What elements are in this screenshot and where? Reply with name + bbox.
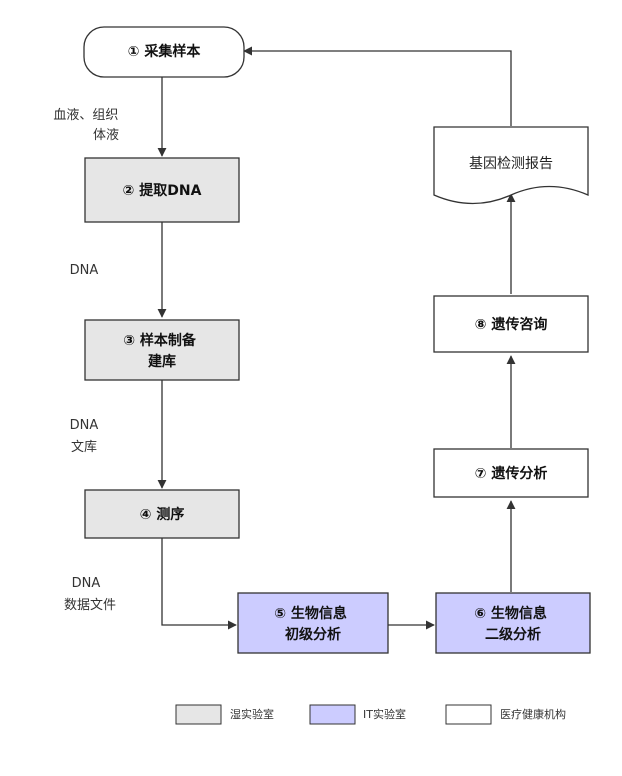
legend-label: IT实验室 (363, 707, 406, 721)
legend-item-it-lab: IT实验室 (309, 704, 406, 725)
edges (157, 46, 516, 630)
edge-label-line: 体液 (93, 128, 119, 143)
node-label: ⑦ 遗传分析 (475, 465, 548, 482)
node-label: 基因检测报告 (469, 155, 553, 172)
edge-label-blood: 血液、组织 体液 (53, 108, 122, 143)
node-genetic-counseling: ⑧ 遗传咨询 (433, 295, 589, 353)
edge-label-line: DNA (70, 418, 99, 433)
edge-label-line: 文库 (71, 439, 97, 455)
edge-label-dna-data-file: DNA 数据文件 (64, 576, 116, 613)
edge-sequencing-to-primary (161, 538, 237, 630)
node-label: ④ 测序 (140, 506, 185, 523)
node-collect-sample: ① 采集样本 (83, 26, 245, 78)
legend-item-wet-lab: 湿实验室 (175, 704, 274, 725)
node-label: ③ 样本制备 建库 (123, 332, 201, 370)
edge-report-to-collect (243, 46, 512, 126)
edge-label-line: 数据文件 (64, 598, 116, 613)
node-label-line: 二级分析 (485, 626, 541, 643)
node-bioinfo-primary: ⑤ 生物信息 初级分析 (237, 592, 389, 654)
edge-label-line: DNA (72, 576, 101, 591)
legend-label: 医疗健康机构 (500, 707, 566, 721)
node-label-line: 建库 (148, 353, 176, 370)
edge-label-line: DNA (70, 263, 99, 278)
edge-label-dna: DNA (70, 263, 99, 278)
edge-label-line: 血液、组织 (53, 108, 118, 123)
legend-label: 湿实验室 (230, 707, 274, 721)
legend: 湿实验室 IT实验室 医疗健康机构 (175, 704, 566, 725)
edge-label-dna-library: DNA 文库 (70, 418, 103, 455)
node-genetic-test-report: 基因检测报告 (433, 126, 589, 205)
node-label: ⑤ 生物信息 初级分析 (274, 605, 352, 643)
node-label: ② 提取DNA (123, 183, 202, 199)
node-library-prep: ③ 样本制备 建库 (84, 319, 240, 381)
node-genetic-analysis: ⑦ 遗传分析 (433, 448, 589, 498)
node-label-line: ⑥ 生物信息 (474, 605, 547, 622)
node-sequencing: ④ 测序 (84, 489, 240, 539)
node-label-line: 初级分析 (285, 626, 341, 643)
node-bioinfo-secondary: ⑥ 生物信息 二级分析 (435, 592, 591, 654)
node-label: ⑥ 生物信息 二级分析 (474, 605, 552, 643)
legend-item-medical-institution: 医疗健康机构 (445, 704, 566, 725)
node-label-line: ⑤ 生物信息 (274, 605, 347, 622)
node-label-line: ③ 样本制备 (123, 332, 197, 349)
node-extract-dna: ② 提取DNA (84, 157, 240, 223)
node-label: ① 采集样本 (128, 43, 202, 60)
node-label: ⑧ 遗传咨询 (475, 316, 548, 333)
